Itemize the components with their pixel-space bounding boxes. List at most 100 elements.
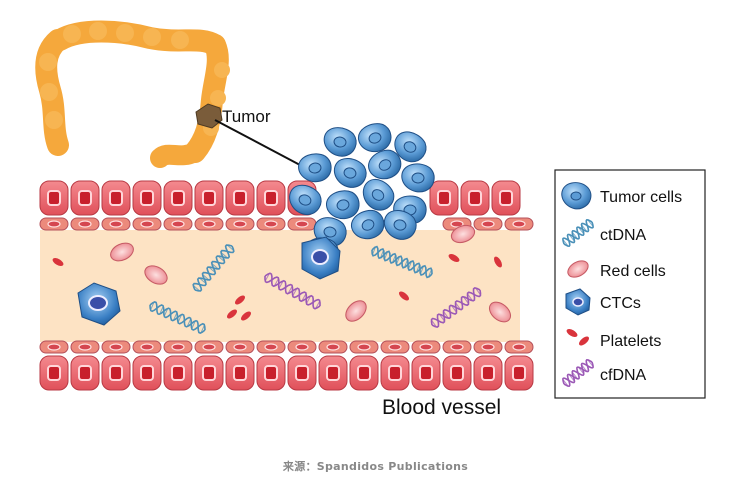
endothelial-cell bbox=[429, 180, 459, 216]
endothelial-cell bbox=[70, 180, 100, 216]
endothelial-cell bbox=[287, 355, 317, 391]
endothelial-cell bbox=[225, 355, 255, 391]
endothelial-cell bbox=[473, 355, 503, 391]
legend-label: Platelets bbox=[600, 333, 661, 350]
tumor-cell bbox=[326, 190, 360, 220]
endothelial-cell bbox=[460, 180, 490, 216]
membrane-cell bbox=[504, 340, 534, 354]
membrane-cell bbox=[132, 217, 162, 231]
membrane-cell bbox=[194, 217, 224, 231]
tumor-mass bbox=[195, 103, 223, 129]
tumor-cell bbox=[298, 153, 332, 183]
endothelial-cell bbox=[163, 355, 193, 391]
endothelial-cell bbox=[39, 355, 69, 391]
tumor-cell bbox=[289, 184, 322, 216]
legend-label: Tumor cells bbox=[600, 189, 682, 206]
tumor-pointer-line bbox=[214, 119, 301, 166]
red-cell bbox=[144, 265, 168, 285]
lower-membrane bbox=[39, 340, 534, 354]
endothelial-cell bbox=[101, 180, 131, 216]
cfdna-icon-strand bbox=[562, 358, 594, 388]
endothelial-cell bbox=[491, 180, 521, 216]
legend-label: ctDNA bbox=[600, 227, 647, 244]
endothelial-cell bbox=[256, 355, 286, 391]
endothelial-cell bbox=[101, 355, 131, 391]
membrane-cell bbox=[70, 217, 100, 231]
membrane-cell bbox=[101, 217, 131, 231]
membrane-cell bbox=[132, 340, 162, 354]
cfdna-strand bbox=[430, 287, 482, 328]
blood-vessel-label: Blood vessel bbox=[382, 396, 501, 419]
membrane-cell bbox=[163, 340, 193, 354]
endothelial-cell bbox=[70, 355, 100, 391]
tumor-cell bbox=[358, 123, 392, 153]
legend-label: CTCs bbox=[600, 295, 641, 312]
red-cell bbox=[450, 224, 476, 244]
endothelial-cell bbox=[194, 180, 224, 216]
membrane-cell bbox=[39, 217, 69, 231]
ctdna-strand bbox=[371, 245, 433, 279]
lower-vessel-wall bbox=[39, 355, 534, 391]
endothelial-cell bbox=[194, 355, 224, 391]
tumor-cell bbox=[362, 178, 395, 211]
endothelial-cell bbox=[225, 180, 255, 216]
membrane-cell bbox=[287, 340, 317, 354]
source-caption: 来源：Spandidos Publications bbox=[282, 460, 469, 473]
endothelial-cell bbox=[442, 355, 472, 391]
membrane-cell bbox=[101, 340, 131, 354]
membrane-cell bbox=[380, 340, 410, 354]
tumor-cell bbox=[401, 163, 435, 193]
membrane-cell bbox=[318, 340, 348, 354]
tumor-cell bbox=[351, 209, 385, 240]
ctc-cell bbox=[301, 236, 341, 280]
membrane-cell bbox=[39, 340, 69, 354]
membrane-cell bbox=[287, 217, 317, 231]
ctdna-strand bbox=[192, 244, 235, 292]
membrane-cell bbox=[256, 340, 286, 354]
dna-fragments bbox=[149, 244, 482, 334]
endothelial-cell bbox=[318, 355, 348, 391]
tumor-label: Tumor bbox=[222, 107, 271, 126]
membrane-cell bbox=[504, 217, 534, 231]
membrane-cell bbox=[194, 340, 224, 354]
platelet bbox=[52, 254, 502, 321]
tumor-cell bbox=[323, 127, 357, 157]
colon-illustration bbox=[35, 20, 230, 168]
endothelial-cell bbox=[411, 355, 441, 391]
membrane-cell bbox=[411, 340, 441, 354]
membrane-cell bbox=[442, 340, 472, 354]
ctdna-icon-strand bbox=[562, 218, 594, 248]
cfdna-icon bbox=[562, 358, 594, 388]
ctdna-icon bbox=[562, 218, 594, 248]
endothelial-cell bbox=[380, 355, 410, 391]
legend-label: cfDNA bbox=[600, 367, 647, 384]
circulating-elements bbox=[52, 224, 512, 334]
membrane-cell bbox=[225, 340, 255, 354]
endothelial-cell bbox=[163, 180, 193, 216]
membrane-cell bbox=[473, 340, 503, 354]
membrane-cell bbox=[70, 340, 100, 354]
platelet-icon bbox=[566, 329, 589, 346]
red-cell-icon bbox=[567, 260, 589, 278]
tumor-cell bbox=[383, 210, 417, 240]
membrane-cell bbox=[225, 217, 255, 231]
endothelial-cell bbox=[132, 355, 162, 391]
tumor-cell bbox=[394, 131, 427, 163]
legend: Tumor cells ctDNA Red cells CTCs Platele… bbox=[554, 169, 706, 399]
membrane-cell bbox=[349, 340, 379, 354]
upper-vessel-wall bbox=[39, 180, 521, 216]
endothelial-cell bbox=[349, 355, 379, 391]
endothelial-cell bbox=[504, 355, 534, 391]
tumor-cell bbox=[368, 149, 402, 180]
red-cell bbox=[345, 300, 367, 322]
tumor-cell-cluster bbox=[289, 123, 435, 267]
legend-label: Red cells bbox=[600, 263, 666, 280]
tumor-cell bbox=[333, 158, 367, 188]
blood-vessel bbox=[39, 180, 534, 391]
red-cell bbox=[110, 242, 134, 262]
ctc-cell bbox=[77, 282, 121, 326]
endothelial-cell bbox=[132, 180, 162, 216]
cfdna-strand bbox=[264, 272, 321, 310]
membrane-cell bbox=[163, 217, 193, 231]
